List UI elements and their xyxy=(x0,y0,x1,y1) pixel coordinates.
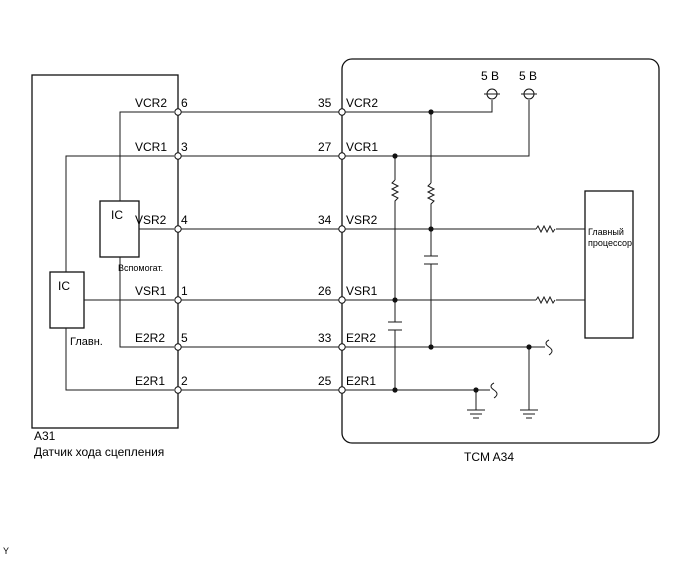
tcm-signal-vcr2: VCR2 xyxy=(346,96,378,110)
tcm-pin-26: 26 xyxy=(318,284,332,298)
tcm-wiring xyxy=(345,100,585,410)
tcm-signal-e2r1: E2R1 xyxy=(346,374,376,388)
sensor-signal-vsr1: VSR1 xyxy=(135,284,167,298)
sensor-signal-vsr2: VSR2 xyxy=(135,213,167,227)
pullup-resistor-vsr2 xyxy=(426,182,436,207)
tcm-pin-33: 33 xyxy=(318,331,332,345)
ic-main-label: IC xyxy=(58,279,70,293)
sensor-a31-box xyxy=(31,74,179,429)
break-mark-e2r2 xyxy=(545,339,553,356)
sensor-signal-e2r2: E2R2 xyxy=(135,331,165,345)
sensor-pin-labels: VCR2 6 VCR1 3 VSR2 4 VSR1 1 E2R2 5 E2R1 … xyxy=(135,96,188,388)
ground-e2r2 xyxy=(520,409,538,419)
supply-terminals: 5 В 5 В xyxy=(481,69,537,100)
cpu-label-line2: процессор xyxy=(588,238,632,248)
sub-ic-caption: Вспомогат. xyxy=(118,263,163,273)
series-resistor-vsr2 xyxy=(535,224,556,234)
junction-dots xyxy=(392,109,532,393)
cpu-label-line1: Главный xyxy=(588,227,624,237)
sensor-pin-3: 3 xyxy=(181,140,188,154)
tcm-pin-27: 27 xyxy=(318,140,332,154)
tcm-pin-34: 34 xyxy=(318,213,332,227)
sensor-pin-2: 2 xyxy=(181,374,188,388)
sensor-signal-e2r1: E2R1 xyxy=(135,374,165,388)
ground-symbols xyxy=(467,409,538,419)
sensor-name-label: Датчик хода сцепления xyxy=(34,445,164,459)
main-processor-block xyxy=(584,190,634,339)
pullup-resistor-vsr1 xyxy=(390,179,400,204)
tcm-signal-e2r2: E2R2 xyxy=(346,331,376,345)
capacitors xyxy=(388,255,438,331)
tcm-pin-35: 35 xyxy=(318,96,332,110)
break-mark-e2r1 xyxy=(490,382,498,399)
sensor-pin-6: 6 xyxy=(181,96,188,110)
sensor-ref-label: A31 xyxy=(34,429,56,443)
ground-e2r1 xyxy=(467,409,485,419)
harness-wiring xyxy=(181,111,339,391)
sensor-signal-vcr1: VCR1 xyxy=(135,140,167,154)
supply-label-left: 5 В xyxy=(481,69,499,83)
tcm-signal-vcr1: VCR1 xyxy=(346,140,378,154)
capacitor-vsr1 xyxy=(388,321,402,331)
main-ic-caption: Главн. xyxy=(70,336,103,348)
supply-label-right: 5 В xyxy=(519,69,537,83)
tcm-signal-vsr2: VSR2 xyxy=(346,213,378,227)
resistors xyxy=(390,179,556,305)
sensor-wiring xyxy=(65,111,174,391)
tcm-pin-labels: 35 VCR2 27 VCR1 34 VSR2 26 VSR1 33 E2R2 … xyxy=(318,96,378,388)
ic-sub-label: IC xyxy=(111,208,123,222)
tcm-name-label: TCM A34 xyxy=(464,450,514,464)
tcm-a34-box xyxy=(341,58,660,444)
series-resistor-vsr1 xyxy=(535,295,556,305)
tcm-signal-vsr1: VSR1 xyxy=(346,284,378,298)
sensor-pin-1: 1 xyxy=(181,284,188,298)
tcm-pin-25: 25 xyxy=(318,374,332,388)
sensor-signal-vcr2: VCR2 xyxy=(135,96,167,110)
ic-main-block xyxy=(49,271,85,329)
sensor-pin-4: 4 xyxy=(181,213,188,227)
sensor-pin-5: 5 xyxy=(181,331,188,345)
capacitor-vsr2 xyxy=(424,255,438,265)
corner-mark: Y xyxy=(3,546,9,556)
connector-terminals xyxy=(174,108,346,394)
